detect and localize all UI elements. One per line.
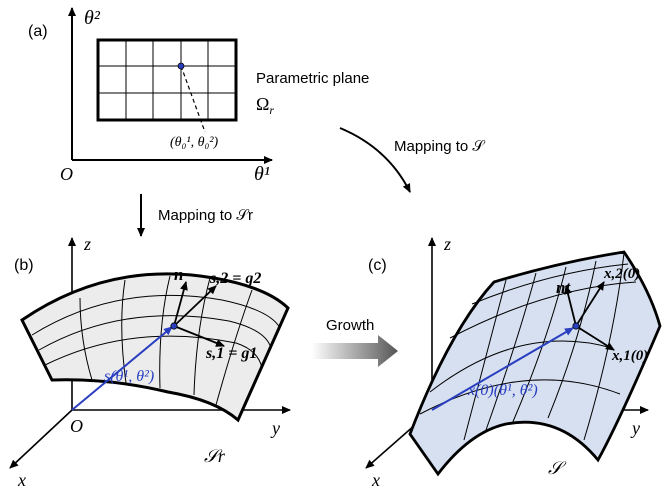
tangent2-vector-b (173, 285, 217, 327)
position-label-c: x(0)(θ¹, θ²) (467, 382, 538, 399)
surface-sr-label: 𝒮r (204, 446, 226, 466)
theta2-axis-label: θ² (84, 7, 101, 29)
surface-sr (20, 272, 290, 423)
x-axis-b-label: x (17, 470, 26, 490)
parametric-rectangle (96, 38, 238, 122)
growth-label: Growth (326, 317, 374, 334)
position-vector-c (431, 327, 574, 411)
point-leader (180, 65, 206, 133)
mapping-to-s-arrow (339, 127, 411, 193)
panel-a-label: (a) (28, 23, 48, 40)
panel-b: (b) z y x O n s,2 = g2 s,1 = g1 s(θ¹, θ (9, 234, 291, 490)
panel-b-label: (b) (14, 257, 34, 274)
tangent2-label-c: x,2(0) (603, 266, 640, 282)
y-axis-c-label: y (630, 418, 640, 438)
tangent1-label-b: s,1 = g1 (205, 345, 257, 362)
x-axis-b (9, 409, 73, 469)
normal-vector-c (564, 285, 577, 327)
origin-b-label: O (70, 416, 83, 436)
point-label: (θ₀¹, θ₀²) (170, 135, 219, 150)
origin-label: O (60, 164, 73, 184)
surface-point-c (572, 322, 580, 330)
mapping-to-sr-label: Mapping to 𝒮r (158, 207, 253, 224)
position-label-b: s(θ¹, θ²) (104, 368, 154, 385)
normal-label-c: nt (556, 278, 571, 297)
x-axis-c-label: x (371, 470, 380, 490)
surface-s-label: 𝒮 (548, 458, 567, 478)
surface-point-b (170, 322, 178, 330)
plane-label: Parametric plane (256, 70, 369, 87)
y-axis-b-label: y (270, 418, 280, 438)
theta1-axis-label: θ¹ (254, 163, 270, 185)
region-label: Ωr (256, 94, 274, 117)
panel-a: (a) θ² θ¹ O (θ₀¹, θ₀²) Parametric plane … (28, 7, 369, 185)
panel-c: (c) z y x O nt x,2(0) x,1(0) x(0 (365, 234, 662, 490)
surface-s-grid (419, 252, 637, 441)
tangent1-vector-b (173, 325, 225, 347)
normal-label-b: n (174, 265, 183, 284)
tangent1-vector-c (575, 325, 615, 351)
mapping-to-s-label: Mapping to 𝒮 (394, 138, 485, 155)
parametric-point (177, 62, 185, 70)
growth-arrow (312, 335, 398, 367)
tangent2-vector-c (575, 281, 605, 327)
z-axis-c-label: z (443, 234, 451, 254)
position-vector-b (71, 326, 173, 411)
surface-s (408, 250, 662, 477)
z-axis-b-label: z (83, 234, 91, 254)
normal-vector-b (173, 281, 188, 327)
panel-c-label: (c) (368, 257, 387, 274)
tangent1-label-c: x,1(0) (611, 348, 648, 364)
parametric-grid (98, 40, 236, 120)
mapping-arrows: Mapping to 𝒮 Mapping to 𝒮r Growth (137, 127, 485, 367)
tangent2-label-b: s,2 = g2 (209, 270, 261, 287)
